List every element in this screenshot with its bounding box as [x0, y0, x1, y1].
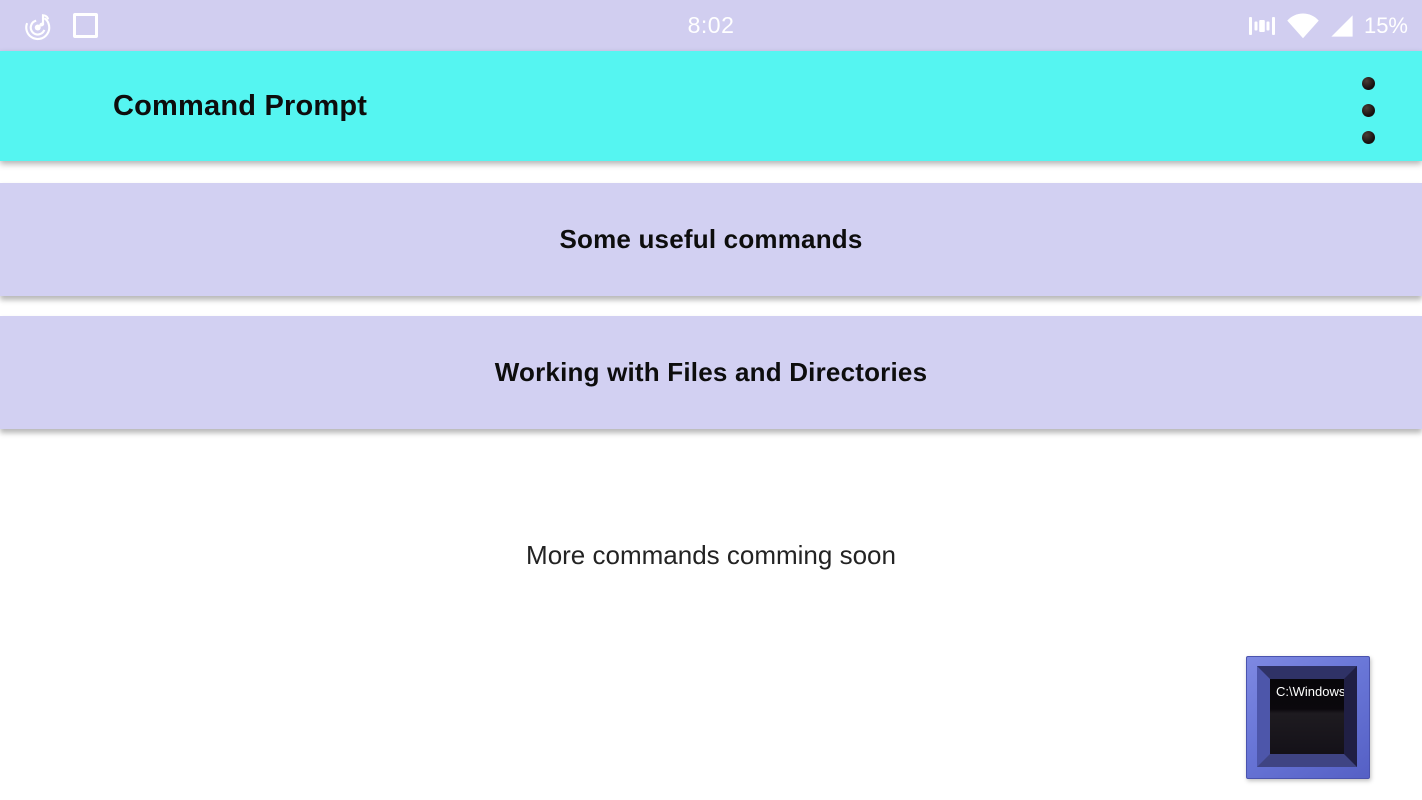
overflow-dot [1362, 131, 1375, 144]
fab-terminal-screen: C:\Windows\ [1270, 679, 1344, 754]
screen-record-icon [73, 13, 98, 38]
coming-soon-note: More commands comming soon [526, 540, 896, 570]
app-bar: Command Prompt [0, 51, 1422, 161]
fab-screen-text: C:\Windows\ [1276, 684, 1344, 699]
cellular-signal-icon [1331, 14, 1353, 37]
overflow-menu-button[interactable] [1358, 73, 1379, 148]
status-bar-right-icons: 15% [1247, 13, 1422, 39]
menu-item-label: Working with Files and Directories [494, 357, 928, 387]
command-prompt-fab[interactable]: C:\Windows\ [1246, 656, 1370, 779]
status-time: 8:02 [687, 12, 735, 38]
menu-item-working-with-files-and-directories[interactable]: Working with Files and Directories [0, 316, 1422, 429]
app-screen: 8:02 15% Command Prompt [0, 0, 1422, 779]
overflow-dot [1362, 77, 1375, 90]
battery-percent: 15% [1363, 12, 1408, 38]
page-title: Command Prompt [113, 89, 368, 122]
status-bar: 8:02 15% [0, 0, 1422, 51]
overflow-dot [1362, 104, 1375, 117]
wifi-icon [1287, 13, 1319, 38]
menu-item-label: Some useful commands [559, 224, 863, 254]
menu-item-some-useful-commands[interactable]: Some useful commands [0, 183, 1422, 296]
fab-bevel-frame: C:\Windows\ [1257, 666, 1357, 767]
status-bar-left-icons [0, 11, 98, 41]
vibrate-icon [1248, 16, 1275, 35]
menu-list: Some useful commands Working with Files … [0, 161, 1422, 571]
music-notification-icon [25, 13, 51, 40]
